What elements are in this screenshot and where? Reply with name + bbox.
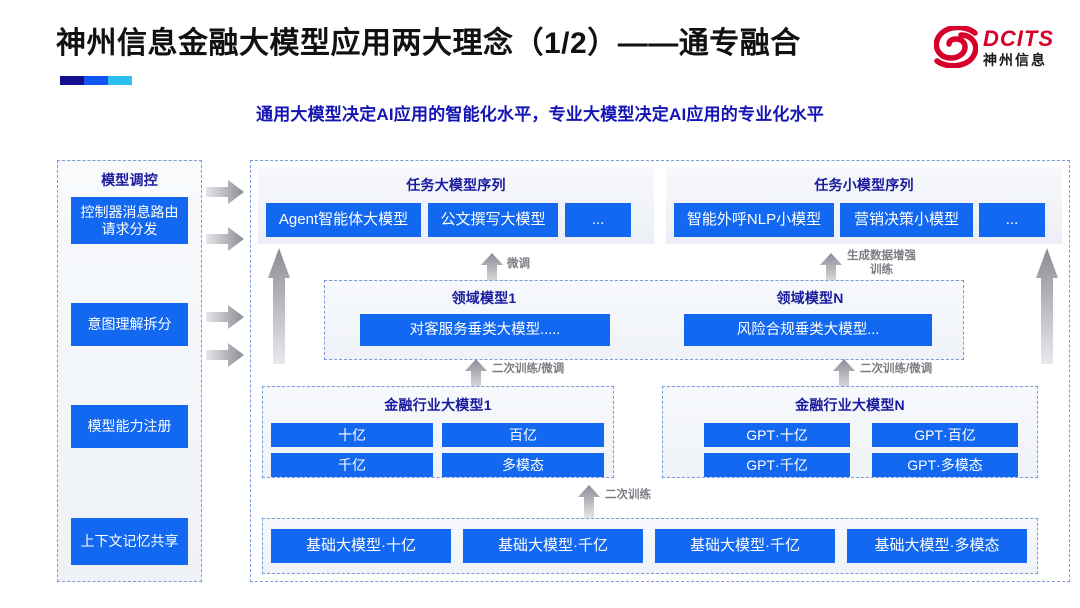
flow-arrow-right-3 [206, 343, 244, 367]
domain-model-0-chip-label: 对客服务垂类大模型..... [409, 321, 561, 338]
flow-arrow-right-1 [206, 227, 244, 251]
logo-text-en: DCITS [983, 25, 1054, 51]
domain-model-1-chip[interactable]: 风险合规垂类大模型... [684, 314, 932, 346]
flow-arrow-up-finetune [481, 253, 503, 287]
industry-model-1-chip-2[interactable]: GPT·千亿 [704, 453, 850, 477]
flow-arrow-up-tall-left [268, 248, 290, 364]
base-model-chip-3[interactable]: 基础大模型·多模态 [847, 529, 1027, 563]
industry-model-1-chip-1-label: GPT·百亿 [914, 426, 976, 443]
industry-model-0-chip-1-label: 百亿 [509, 426, 537, 443]
task-small-model-heading: 任务小模型序列 [814, 177, 914, 193]
flow-arrow-up-tall-right [1036, 248, 1058, 364]
control-item-1-label: 意图理解拆分 [87, 316, 172, 333]
control-item-0-label: 控制器消息路由请求分发 [80, 204, 179, 237]
base-model-chip-0-label: 基础大模型·十亿 [306, 537, 416, 555]
task-large-model-chip-0[interactable]: Agent智能体大模型 [266, 203, 421, 237]
control-item-1[interactable]: 意图理解拆分 [71, 303, 188, 346]
task-small-model-chip-0[interactable]: 智能外呼NLP小模型 [674, 203, 834, 237]
task-large-model-chip-1[interactable]: 公文撰写大模型 [428, 203, 558, 237]
flow-arrow-up-retrain-left [465, 359, 487, 393]
logo-text-cn: 神州信息 [983, 51, 1047, 68]
task-small-model-chip-1[interactable]: 营销决策小模型 [840, 203, 973, 237]
industry-model-1-heading: 金融行业大模型N [795, 397, 905, 413]
accent-bar-segment-1 [60, 76, 85, 85]
industry-model-0-chip-3[interactable]: 多模态 [442, 453, 604, 477]
control-item-3-label: 上下文记忆共享 [80, 533, 179, 550]
industry-model-1-chip-1[interactable]: GPT·百亿 [872, 423, 1018, 447]
flow-arrow-right-0 [206, 180, 244, 204]
task-large-model-heading: 任务大模型序列 [406, 177, 506, 193]
industry-model-1-chip-3-label: GPT·多模态 [907, 456, 983, 473]
arrow-label-finetune: 微调 [507, 258, 530, 270]
logo-wordmarks: DCITS 神州信息 [983, 25, 1054, 68]
domain-model-1-chip-label: 风险合规垂类大模型... [736, 321, 880, 338]
industry-model-1-chip-2-label: GPT·千亿 [746, 456, 808, 473]
dcits-logo: DCITS 神州信息 [934, 20, 1062, 74]
arrow-label-retrain: 二次训练 [605, 489, 651, 501]
control-item-3[interactable]: 上下文记忆共享 [71, 518, 188, 565]
base-model-chip-2[interactable]: 基础大模型·千亿 [655, 529, 835, 563]
control-item-0[interactable]: 控制器消息路由请求分发 [71, 197, 188, 244]
arrow-label-retrain-finetune-left: 二次训练/微调 [492, 363, 565, 375]
task-small-model-chip-2[interactable]: ... [979, 203, 1045, 237]
page-title: 神州信息金融大模型应用两大理念（1/2）——通专融合 [56, 27, 801, 60]
industry-model-0-chip-2-label: 千亿 [338, 456, 366, 473]
flow-arrow-up-retrain-right [833, 359, 855, 393]
task-large-model-chip-2-label: ... [591, 211, 605, 229]
left-panel-title: 模型调控 [101, 172, 158, 188]
industry-model-0-chip-2[interactable]: 千亿 [271, 453, 433, 477]
base-model-chip-1[interactable]: 基础大模型·千亿 [463, 529, 643, 563]
base-model-chip-2-label: 基础大模型·千亿 [690, 537, 800, 555]
arrow-label-data-augment-line1: 生成数据增强 [847, 250, 916, 262]
arrow-label-data-augment-line2: 训练 [870, 264, 893, 277]
swirl-logo-icon [934, 26, 978, 68]
flow-arrow-right-2 [206, 305, 244, 329]
base-model-chip-0[interactable]: 基础大模型·十亿 [271, 529, 451, 563]
task-large-model-chip-1-label: 公文撰写大模型 [440, 211, 546, 229]
accent-bar [60, 76, 132, 85]
task-small-model-chip-0-label: 智能外呼NLP小模型 [686, 211, 822, 229]
domain-model-0-chip[interactable]: 对客服务垂类大模型..... [360, 314, 610, 346]
page-subtitle: 通用大模型决定AI应用的智能化水平，专业大模型决定AI应用的专业化水平 [256, 105, 824, 124]
base-model-chip-1-label: 基础大模型·千亿 [498, 537, 608, 555]
industry-model-0-heading: 金融行业大模型1 [384, 397, 492, 413]
industry-model-1-chip-3[interactable]: GPT·多模态 [872, 453, 1018, 477]
domain-model-1-heading: 领域模型N [776, 290, 844, 306]
industry-model-0-chip-3-label: 多模态 [502, 456, 544, 473]
control-item-2[interactable]: 模型能力注册 [71, 405, 188, 448]
task-small-model-chip-1-label: 营销决策小模型 [853, 211, 959, 229]
accent-bar-segment-3 [108, 76, 132, 85]
industry-model-0-chip-0[interactable]: 十亿 [271, 423, 433, 447]
task-large-model-chip-0-label: Agent智能体大模型 [278, 211, 409, 229]
flow-arrow-up-data-augment [820, 253, 842, 287]
arrow-label-retrain-finetune-right: 二次训练/微调 [860, 363, 933, 375]
domain-model-0-heading: 领域模型1 [451, 290, 517, 306]
industry-model-0-chip-1[interactable]: 百亿 [442, 423, 604, 447]
arrow-label-data-augment: 生成数据增强 训练 [847, 249, 916, 278]
industry-model-0-chip-0-label: 十亿 [338, 426, 366, 443]
industry-model-1-chip-0[interactable]: GPT·十亿 [704, 423, 850, 447]
industry-model-1-chip-0-label: GPT·十亿 [746, 426, 808, 443]
base-model-chip-3-label: 基础大模型·多模态 [874, 537, 1000, 555]
architecture-container [250, 160, 1070, 582]
task-small-model-chip-2-label: ... [1005, 211, 1019, 229]
accent-bar-segment-2 [84, 76, 109, 85]
task-large-model-chip-2[interactable]: ... [565, 203, 631, 237]
flow-arrow-up-base-retrain [578, 485, 600, 519]
control-item-2-label: 模型能力注册 [87, 418, 172, 435]
